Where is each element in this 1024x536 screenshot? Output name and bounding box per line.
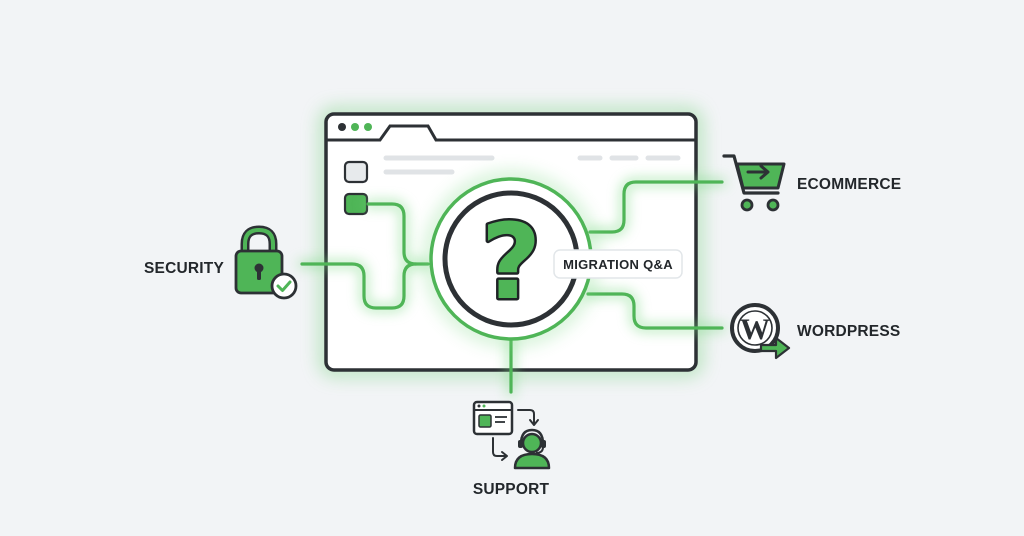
security-node: SECURITY <box>144 225 298 300</box>
agent-headset-icon <box>472 400 551 470</box>
migration-qa-label: MIGRATION Q&A <box>563 257 673 272</box>
wordpress-label: WORDPRESS <box>797 323 900 340</box>
checkbox-unchecked <box>343 160 369 184</box>
support-label: SUPPORT <box>473 481 550 498</box>
connector-lines <box>297 177 727 397</box>
window-dots <box>338 123 372 131</box>
content-placeholder-lines <box>383 155 681 175</box>
wordpress-logo-arrow-icon: W <box>730 303 791 360</box>
security-label: SECURITY <box>144 260 224 277</box>
svg-text:W: W <box>740 313 770 346</box>
shopping-cart-arrow-icon <box>722 154 786 212</box>
migration-qa-badge: MIGRATION Q&A <box>553 249 683 279</box>
support-node: SUPPORT <box>472 400 551 498</box>
ecommerce-node: ECOMMERCE <box>722 154 901 212</box>
padlock-check-icon <box>234 225 298 300</box>
ecommerce-label: ECOMMERCE <box>797 176 901 193</box>
question-mark-icon: ? <box>481 201 541 323</box>
wordpress-node: W WORDPRESS <box>730 303 900 360</box>
